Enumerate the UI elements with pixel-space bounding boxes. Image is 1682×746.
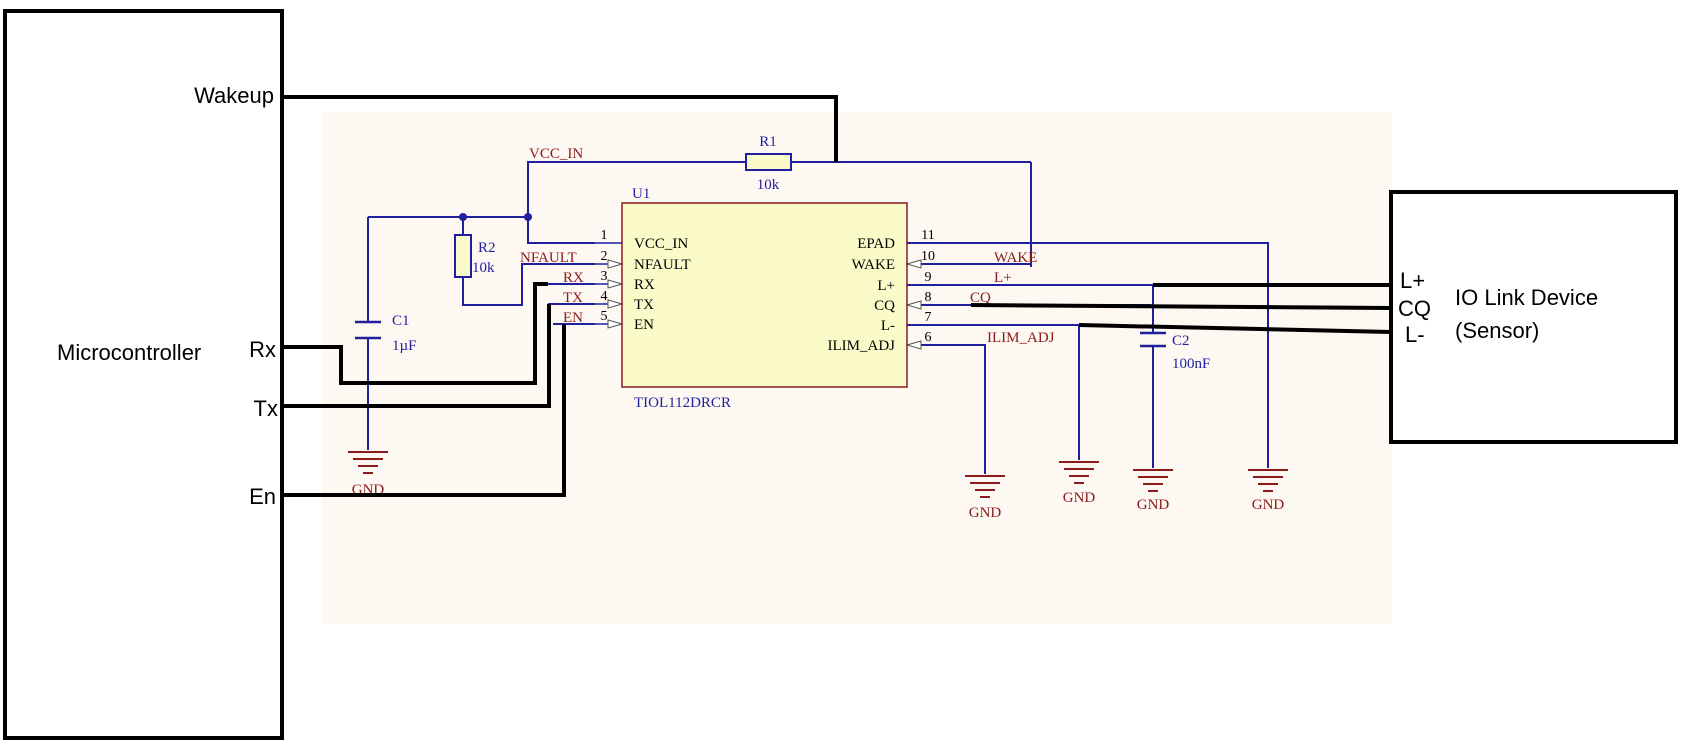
ic-body (621, 202, 908, 388)
pin-number: 3 (601, 269, 608, 284)
gnd-label: GND (1063, 490, 1096, 506)
pin-name: ILIM_ADJ (828, 338, 896, 354)
io-link-device-subtitle: (Sensor) (1455, 318, 1539, 343)
pin-number: 8 (925, 290, 932, 305)
pin-number: 6 (925, 330, 932, 345)
pin-name: CQ (874, 298, 895, 314)
capacitor-c2: C2 100nF (1140, 331, 1210, 372)
pin-number: 4 (601, 289, 608, 304)
junction-dot (524, 213, 532, 221)
ic-pin-arrows (607, 259, 922, 350)
pin-name: EN (634, 317, 654, 333)
gnd-label: GND (969, 505, 1002, 521)
r1-ref: R1 (759, 134, 777, 150)
pin-name: RX (634, 277, 655, 293)
net-label-nfault: NFAULT (520, 250, 577, 266)
l-minus-connection (1078, 323, 1392, 334)
pin-name: L+ (877, 278, 895, 294)
pin-name: L- (881, 318, 895, 334)
gnd-symbol-l-minus (1059, 461, 1099, 484)
microcontroller-block: Microcontroller Wakeup Rx Tx En (3, 9, 284, 740)
rx-connection (282, 282, 548, 385)
net-label-tx: TX (563, 290, 583, 306)
r1-value: 10k (757, 177, 780, 193)
ic-pin-names: VCC_IN NFAULT RX TX EN EPAD WAKE L+ CQ L… (634, 236, 895, 354)
c2-ref: C2 (1172, 333, 1190, 349)
gnd-label: GND (1137, 497, 1170, 513)
net-label-l-plus: L+ (994, 270, 1012, 286)
net-label-rx: RX (563, 270, 584, 286)
net-label-ilim-adj: ILIM_ADJ (987, 330, 1055, 346)
pin-name: NFAULT (634, 257, 691, 273)
cq-connection (970, 303, 1392, 310)
pin-number: 2 (601, 249, 608, 264)
c1-ref: C1 (392, 313, 410, 329)
pin-number: 5 (601, 309, 608, 324)
cq-pin-label: CQ (1398, 296, 1431, 321)
tx-pin-label: Tx (254, 396, 278, 421)
ic-pin-numbers: 1 2 3 4 5 11 10 9 8 7 6 (601, 228, 936, 345)
wakeup-connection (282, 95, 838, 162)
pin-name: TX (634, 297, 654, 313)
c1-value: 1µF (392, 338, 417, 354)
net-label-en: EN (563, 310, 583, 326)
r2-ref: R2 (478, 240, 496, 256)
ic-u1: U1 TIOL112DRCR 1 2 (595, 186, 935, 411)
microcontroller-box (3, 9, 284, 740)
pin-name: EPAD (857, 236, 895, 252)
r2-value: 10k (472, 260, 495, 276)
pin-number: 9 (925, 270, 932, 285)
gnd-symbol-c2 (1133, 469, 1173, 492)
microcontroller-title: Microcontroller (57, 340, 201, 365)
pin-name: WAKE (852, 257, 895, 273)
c2-value: 100nF (1172, 356, 1210, 372)
gnd-symbol-epad (1248, 469, 1288, 492)
pin-number: 1 (601, 228, 608, 243)
capacitor-c1: C1 1µF (355, 313, 417, 354)
resistor-r2: R2 10k (454, 234, 496, 278)
resistor-r1: R1 10k (745, 134, 792, 193)
r1-body (745, 153, 792, 171)
gnd-symbol-c1 (348, 451, 388, 474)
ic-designator: U1 (632, 186, 650, 202)
net-label-vcc-in: VCC_IN (529, 146, 583, 162)
gnd-label: GND (1252, 497, 1285, 513)
l-minus-pin-label: L- (1405, 322, 1425, 347)
ground-symbols (348, 451, 1288, 498)
pin-name: VCC_IN (634, 236, 688, 252)
gnd-symbol-ilim (965, 475, 1005, 498)
wakeup-pin-label: Wakeup (194, 83, 274, 108)
net-label-cq: CQ (970, 290, 991, 306)
net-labels: VCC_IN NFAULT RX TX EN WAKE L+ CQ ILIM_A… (520, 146, 1055, 346)
junction-dot (459, 213, 467, 221)
en-connection (282, 324, 566, 497)
pin-number: 10 (921, 249, 935, 264)
pin-number: 11 (921, 228, 934, 243)
rx-pin-label: Rx (249, 337, 276, 362)
ic-part-number: TIOL112DRCR (634, 395, 731, 411)
hand-drawn-wires (282, 95, 1392, 497)
en-pin-label: En (249, 484, 276, 509)
l-plus-pin-label: L+ (1400, 268, 1425, 293)
nfault-wire (462, 263, 595, 306)
pin-number: 7 (925, 310, 932, 325)
vcc-in-wire (527, 161, 746, 244)
epad-wire (906, 242, 1269, 468)
io-link-device-box (1389, 190, 1678, 444)
tx-connection (282, 304, 551, 408)
r2-body (454, 234, 472, 278)
net-label-wake: WAKE (994, 250, 1037, 266)
io-link-device-block: IO Link Device (Sensor) L+ CQ L- (1389, 190, 1678, 444)
io-link-device-title: IO Link Device (1455, 285, 1598, 310)
